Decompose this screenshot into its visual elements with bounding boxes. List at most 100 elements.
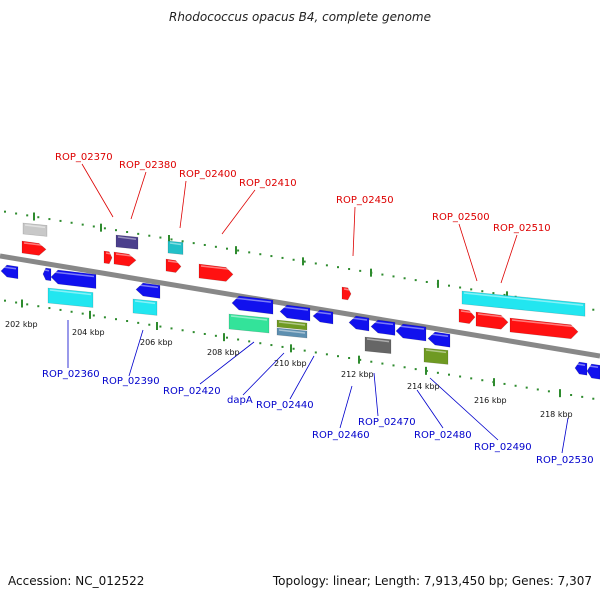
gene-feature — [279, 304, 311, 322]
scale-dot — [303, 349, 306, 352]
gene-highlight — [314, 311, 332, 315]
scale-dot — [148, 234, 151, 237]
scale-dot — [314, 351, 317, 354]
scale-dot — [226, 247, 228, 250]
scale-dot — [4, 210, 6, 213]
gene-label-top[interactable]: ROP_02400 — [179, 169, 237, 180]
gene-label-top[interactable]: ROP_02410 — [239, 178, 297, 189]
scale-major-tick — [370, 268, 372, 277]
scale-dot — [103, 227, 106, 230]
label-leader-bottom — [199, 341, 255, 385]
scale-dot — [303, 260, 306, 263]
gene-highlight — [200, 265, 232, 271]
scale-dot — [126, 320, 129, 323]
gene-feature — [364, 336, 392, 354]
label-leader-lines — [67, 163, 569, 454]
scale-major-tick — [559, 389, 561, 398]
scale-dot — [392, 364, 395, 367]
gene-label-bottom[interactable]: ROP_02440 — [256, 400, 314, 411]
gene-label-bottom[interactable]: ROP_02360 — [42, 369, 100, 380]
scale-dot — [48, 218, 51, 221]
scale-major-tick — [493, 378, 495, 387]
gene-labels: 202 kbp 204 kbp 206 kbp 208 kbp 210 kbp … — [5, 152, 594, 466]
scale-dot — [470, 288, 473, 291]
gene-label-bottom[interactable]: ROP_02390 — [102, 376, 160, 387]
gene-feature — [458, 308, 476, 324]
scale-dot — [381, 362, 384, 365]
scale-major-tick — [235, 246, 237, 255]
gene-label-bottom[interactable]: ROP_02420 — [163, 386, 221, 397]
gene-highlight — [117, 236, 137, 240]
gene-feature — [586, 363, 600, 380]
scale-dot — [137, 232, 140, 235]
gene-label-top[interactable]: ROP_02500 — [432, 212, 490, 223]
scale-dot — [126, 231, 129, 234]
scale-major-tick — [168, 235, 170, 243]
scale-dot — [181, 240, 184, 243]
scale-dot — [248, 340, 251, 343]
gene-feature — [165, 258, 182, 273]
scale-dot — [203, 332, 206, 335]
scale-major-tick — [358, 355, 360, 364]
gene-label-top[interactable]: ROP_02370 — [55, 152, 113, 163]
gene-highlight — [49, 289, 92, 296]
scale-label: 204 kbp — [72, 328, 105, 337]
scale-dot — [325, 353, 328, 356]
gene-features — [0, 222, 600, 380]
gene-label-bottom[interactable]: ROP_02470 — [358, 417, 416, 428]
label-leader-top — [130, 171, 147, 220]
gene-feature — [21, 240, 47, 256]
scale-dot — [59, 219, 62, 222]
scale-dot — [281, 345, 284, 348]
gene-feature — [228, 313, 270, 334]
scale-dot — [170, 327, 173, 330]
gene-label-bottom[interactable]: ROP_02480 — [414, 430, 472, 441]
gene-highlight — [588, 365, 599, 369]
gene-feature — [231, 295, 274, 315]
label-leader-bottom — [128, 329, 144, 377]
scale-dot — [192, 242, 195, 245]
gene-label-bottom[interactable]: ROP_02460 — [312, 430, 370, 441]
gene-feature — [22, 222, 48, 237]
scale-dot — [348, 357, 351, 360]
scale-dot — [392, 275, 395, 278]
gene-label-bottom[interactable]: dapA — [227, 395, 253, 406]
scale-dot — [536, 388, 539, 391]
genome-title: Rhodococcus opacus B4, complete genome — [168, 10, 431, 24]
gene-label-bottom[interactable]: ROP_02490 — [474, 442, 532, 453]
scale-dot — [259, 253, 262, 256]
gene-highlight — [397, 325, 425, 330]
gene-label-top[interactable]: ROP_02510 — [493, 223, 551, 234]
scale-dot — [103, 316, 106, 319]
gene-feature — [423, 347, 449, 365]
gene-feature — [0, 264, 19, 280]
genome-summary-text: Topology: linear; Length: 7,913,450 bp; … — [272, 574, 592, 588]
gene-feature — [427, 331, 451, 348]
gene-feature — [276, 327, 308, 339]
gene-highlight — [477, 313, 507, 318]
gene-feature — [395, 323, 427, 342]
gene-highlight — [105, 252, 111, 255]
scale-major-tick — [425, 366, 427, 375]
gene-highlight — [281, 306, 309, 311]
scale-dot — [92, 314, 95, 317]
scale-dot — [115, 229, 117, 232]
scale-dots-bottom — [4, 299, 595, 400]
scale-major-tick — [290, 344, 292, 353]
scale-dot — [281, 256, 284, 259]
gene-highlight — [366, 338, 390, 343]
scale-dot — [570, 394, 573, 397]
scale-dot — [137, 321, 140, 324]
scale-dot — [381, 273, 384, 276]
label-leader-bottom — [561, 417, 569, 454]
scale-major-tick — [302, 257, 304, 266]
gene-label-bottom[interactable]: ROP_02530 — [536, 455, 594, 466]
gene-label-top[interactable]: ROP_02450 — [336, 195, 394, 206]
gene-highlight — [343, 288, 350, 291]
scale-dot — [170, 238, 173, 241]
scale-dot — [337, 355, 339, 358]
gene-feature — [50, 269, 97, 289]
gene-label-top[interactable]: ROP_02380 — [119, 160, 177, 171]
scale-dot — [403, 277, 406, 280]
scale-dot — [214, 334, 217, 337]
